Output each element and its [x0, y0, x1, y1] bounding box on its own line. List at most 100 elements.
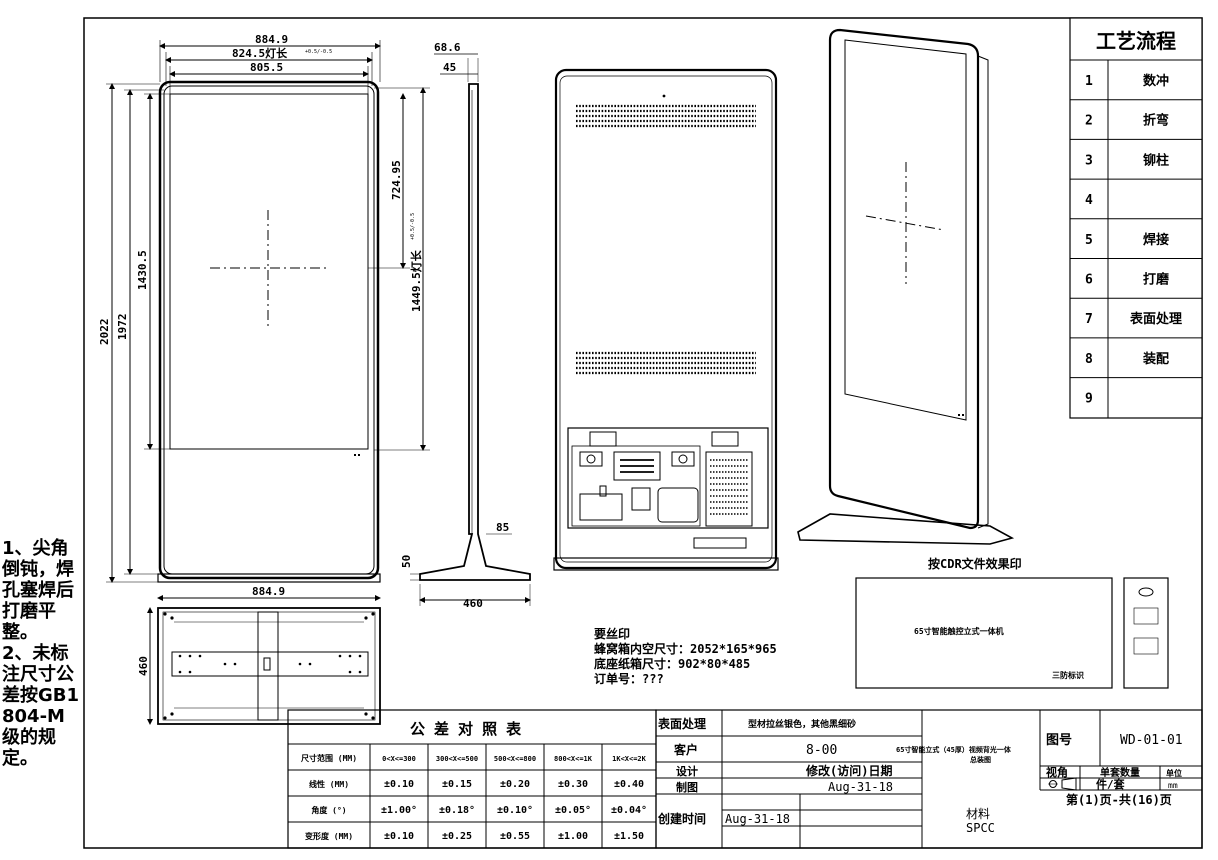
- dim-light-width-tol: +0.5/-0.5: [305, 49, 332, 55]
- tolerance-cell: 角度 (°): [311, 805, 346, 815]
- process-title: 工艺流程: [1096, 29, 1176, 53]
- unit-value: mm: [1168, 781, 1178, 790]
- dim-height-1972: 1972: [116, 314, 129, 341]
- customer-value: 8-00: [806, 743, 837, 758]
- label-logo-icon: [1133, 607, 1159, 625]
- revise-date: Aug-31-18: [828, 780, 893, 794]
- tolerance-cell: 线性 (MM): [309, 779, 349, 789]
- tolerance-title: 公 差 对 照 表: [410, 720, 522, 738]
- tolerance-cell: ±0.10: [384, 831, 414, 842]
- packing-line-1: 要丝印: [594, 626, 630, 641]
- note-1-text: 尖角倒钝，焊孔塞焊后打磨平整。: [2, 538, 74, 643]
- tolerance-header-cell: 300<X<=500: [436, 755, 478, 763]
- drawing-no: WD-01-01: [1120, 733, 1183, 748]
- tolerance-cell: ±0.25: [442, 831, 472, 842]
- notes-block: 1、尖角倒钝，焊孔塞焊后打磨平整。 2、未标注尺寸公差按GB1804-M级的规定…: [2, 538, 80, 769]
- drawing-no-label: 图号: [1046, 733, 1072, 748]
- note-1-prefix: 1、: [2, 538, 33, 559]
- tolerance-cell: ±1.00°: [381, 805, 417, 816]
- process-step-no: 1: [1085, 74, 1093, 89]
- tolerance-cell: ±0.10°: [497, 805, 533, 816]
- dim-half-height: 724.95: [390, 160, 403, 200]
- title-block: 表面处理 型材拉丝银色，其他黑细砂 客户 8-00 设计 修改(访问)日期 制图…: [655, 709, 1203, 849]
- note-2-prefix: 2、: [2, 643, 33, 664]
- process-step-name: 表面处理: [1129, 311, 1182, 327]
- process-step-no: 9: [1085, 392, 1093, 407]
- qty-label: 单套数量: [1100, 766, 1140, 779]
- dim-screen-height: 1430.5: [136, 250, 149, 290]
- packing-line-4: 订单号：???: [594, 671, 664, 686]
- material-value: SPCC: [966, 821, 995, 835]
- tolerance-cell: ±0.30: [558, 779, 588, 790]
- dim-side-68-6: 68.6: [434, 41, 461, 54]
- dim-light-width: 824.5灯长: [232, 46, 288, 60]
- tolerance-cell: ±1.00: [558, 831, 588, 842]
- process-step-name: 折弯: [1143, 113, 1169, 129]
- process-step-no: 7: [1085, 312, 1093, 327]
- process-step-name: 铆柱: [1143, 152, 1169, 168]
- tolerance-header-cell: 1K<X<=2K: [612, 755, 647, 763]
- page-number: 第(1)页-共(16)页: [1066, 792, 1172, 807]
- tolerance-cell: ±0.18°: [439, 805, 475, 816]
- packing-line-3: 底座纸箱尺寸：902*80*485: [594, 656, 750, 671]
- tolerance-cell: ±0.20: [500, 779, 530, 790]
- isometric-view: [797, 28, 1015, 545]
- tolerance-cell: ±1.50: [614, 831, 644, 842]
- tolerance-cell: ±0.04°: [611, 805, 647, 816]
- view-label: 视角: [1046, 765, 1068, 779]
- process-step-name: 焊接: [1143, 232, 1169, 248]
- process-step-no: 2: [1085, 114, 1093, 129]
- tolerance-header-cell: 0<X<=300: [382, 755, 416, 763]
- label-product: 65寸智能触控立式一体机: [914, 626, 1004, 636]
- dim-side-85: 85: [496, 521, 509, 534]
- created-value: Aug-31-18: [725, 812, 790, 826]
- dim-side-50: 50: [400, 555, 413, 568]
- front-view: 884.9 824.5灯长 +0.5/-0.5 805.5 2022 1972 …: [98, 33, 430, 583]
- dim-base-width: 884.9: [252, 585, 285, 598]
- drawing-name-2: 总装图: [970, 755, 991, 764]
- process-step-name: 数冲: [1143, 73, 1169, 89]
- design-label: 设计: [676, 764, 698, 778]
- label-mark-icon: [1133, 637, 1159, 655]
- dim-side-460: 460: [463, 597, 483, 610]
- process-step-no: 3: [1085, 153, 1093, 168]
- tolerance-header-cell: 500<X<=800: [494, 755, 536, 763]
- process-step-no: 5: [1085, 233, 1093, 248]
- drawing-name: 65寸智能立式（45厚）视频背光一体: [896, 745, 1012, 754]
- note-2-text: 未标注尺寸公差按GB1804-M级的规定。: [2, 643, 80, 769]
- unit-label: 单位: [1166, 768, 1182, 778]
- dim-base-depth: 460: [137, 656, 150, 676]
- base-view: 884.9 460: [137, 585, 381, 725]
- side-view: 68.6 45 85 50 460: [400, 41, 531, 610]
- process-step-name: 打磨: [1143, 272, 1169, 288]
- rear-view: [553, 68, 779, 571]
- revise-label: 修改(访问)日期: [805, 763, 892, 778]
- process-step-no: 6: [1085, 273, 1093, 288]
- surface-label: 表面处理: [657, 716, 706, 731]
- tolerance-cell: ±0.10: [384, 779, 414, 790]
- tolerance-cell: ±0.55: [500, 831, 530, 842]
- tolerance-cell: ±0.15: [442, 779, 472, 790]
- packing-notes: 要丝印 蜂窝箱内空尺寸：2052*165*965 底座纸箱尺寸：902*80*4…: [594, 626, 777, 686]
- dim-side-45: 45: [443, 61, 456, 74]
- draw-label: 制图: [676, 780, 698, 794]
- created-label: 创建时间: [657, 811, 706, 826]
- tolerance-header-cell: 800<X<=1K: [554, 755, 593, 763]
- dim-front-width: 884.9: [255, 33, 288, 46]
- process-step-name: 装配: [1142, 351, 1169, 367]
- surface-value: 型材拉丝银色，其他黑细砂: [748, 718, 856, 730]
- label-print-area: 按CDR文件效果印 65寸智能触控立式一体机 三防标识: [855, 556, 1169, 689]
- dim-light-height: 1449.5灯长: [409, 249, 423, 312]
- dim-light-height-tol: +0.5/-0.5: [410, 213, 416, 240]
- tolerance-cell: ±0.40: [614, 779, 644, 790]
- material-label: 材料: [966, 807, 990, 821]
- qty-value: 件/套: [1096, 777, 1126, 791]
- dim-screen-width: 805.5: [250, 61, 283, 74]
- third-angle-projection-icon: [1048, 777, 1077, 791]
- process-step-no: 4: [1085, 193, 1093, 208]
- label-title: 按CDR文件效果印: [928, 556, 1022, 571]
- label-mark: 三防标识: [1052, 670, 1084, 680]
